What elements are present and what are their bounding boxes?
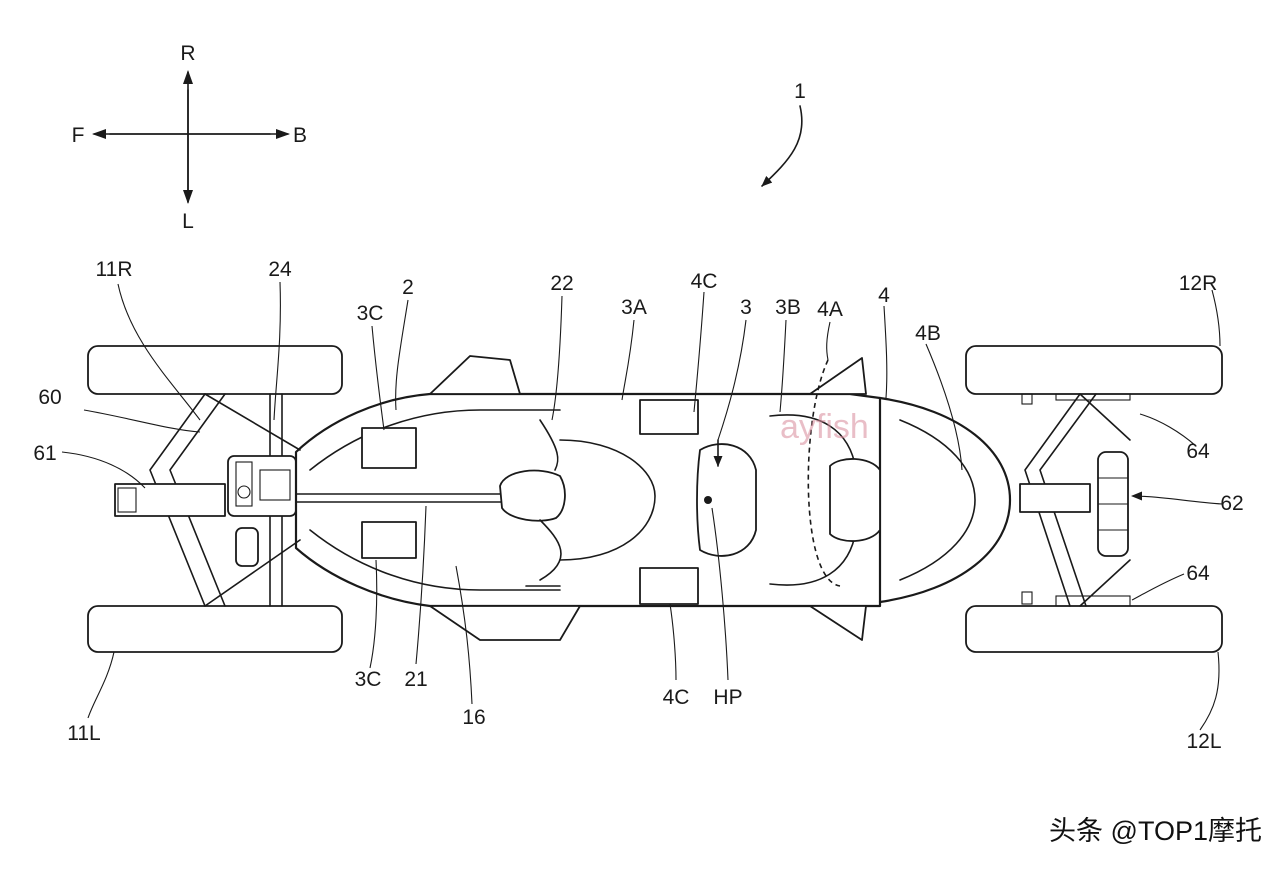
label-4c-lower: 4C [663, 686, 690, 709]
wheels [87, 345, 1223, 653]
rear-suspension [1019, 393, 1131, 607]
label-steering-shaft: 21 [404, 668, 427, 691]
front-suspension [114, 393, 301, 607]
label-60: 60 [38, 386, 61, 409]
vehicle-reference: 1 [761, 80, 806, 187]
label-4b: 4B [915, 322, 941, 345]
compass-front-label: F [72, 124, 85, 147]
label-rear-wheel-left: 12L [1186, 730, 1221, 753]
vehicle-body [294, 355, 1012, 641]
label-cover: 16 [462, 706, 485, 729]
compass-left-label: L [182, 210, 194, 233]
label-vehicle: 1 [794, 80, 806, 103]
label-front-wheel-left: 11L [67, 722, 100, 745]
direction-compass: R L F B [72, 42, 307, 233]
label-61: 61 [33, 442, 56, 465]
reference-labels: 11R 24 60 61 3C 2 22 3A 4C 3 3B 4A 4 4B … [33, 258, 1243, 753]
label-3b: 3B [775, 296, 801, 319]
label-front-wheel-right: 11R [96, 258, 133, 281]
compass-back-label: B [293, 124, 307, 147]
rear-wheel-right [965, 345, 1223, 395]
watermark-text: ayfish [780, 408, 869, 446]
label-24: 24 [268, 258, 292, 281]
label-62: 62 [1220, 492, 1243, 515]
label-3c-upper: 3C [357, 302, 384, 325]
front-wheel-right [87, 345, 343, 395]
label-body-frame: 2 [402, 276, 414, 299]
label-64-lower: 64 [1186, 562, 1210, 585]
label-3a: 3A [621, 296, 647, 319]
label-64-upper: 64 [1186, 440, 1210, 463]
label-handlebar: 22 [550, 272, 573, 295]
compass-right-label: R [180, 42, 195, 65]
label-4a: 4A [817, 298, 843, 321]
label-seat: 3 [740, 296, 752, 319]
label-3c-lower: 3C [355, 668, 382, 691]
rear-wheel-left [965, 605, 1223, 653]
front-wheel-left [87, 605, 343, 653]
label-4c-upper: 4C [691, 270, 718, 293]
label-rear-unit: 4 [878, 284, 890, 307]
credit-text: 头条 @TOP1摩托 [1049, 816, 1262, 846]
label-rear-wheel-right: 12R [1179, 272, 1218, 295]
label-hip-point: HP [713, 686, 742, 709]
leader-lines [61, 281, 1223, 731]
